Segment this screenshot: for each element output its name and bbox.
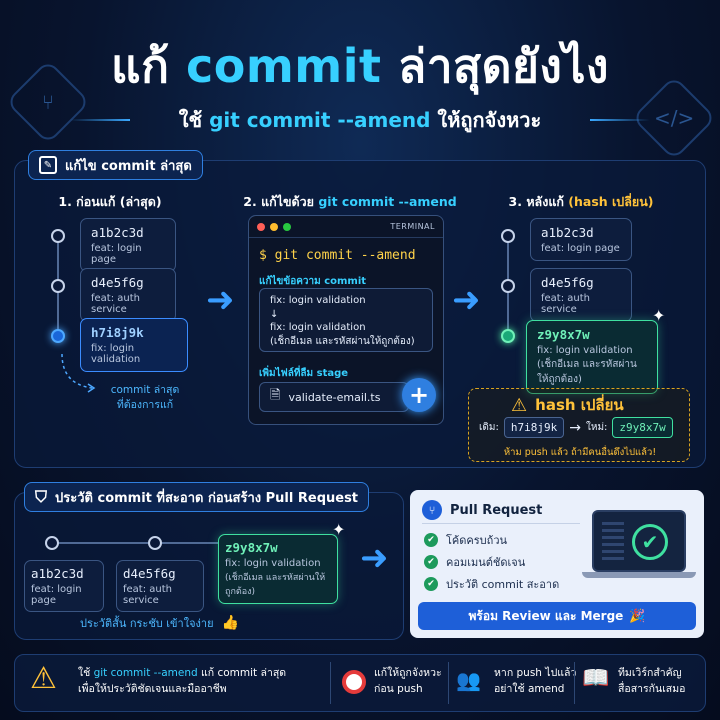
footer-tip-timing: แก้ให้ถูกจังหวะ ก่อน push — [374, 667, 442, 695]
staged-file[interactable]: 🗎 validate-email.ts — [259, 382, 409, 412]
footer-tip-team: ทีมเวิร์กสำคัญ สื่อสารกันเสมอ — [618, 667, 686, 695]
new-hash: z9y8x7w — [612, 417, 673, 438]
arrow-right-icon: → — [569, 419, 581, 436]
pull-request-icon: ⑂ — [422, 500, 442, 520]
window-minimize-dot[interactable] — [270, 222, 278, 231]
note-curve-arrow — [61, 353, 96, 393]
page-title: แก้ commit ล่าสุดยังไง — [110, 39, 609, 93]
col-before-title: 1. ก่อนแก้ (ล่าสุด) — [58, 194, 162, 209]
subtitle-line-left — [70, 119, 130, 121]
page-subtitle: ใช้ git commit --amend ให้ถูกจังหวะ — [178, 108, 542, 132]
sparkle-icon: ✦ — [652, 306, 666, 325]
sparkle-icon: ✦ — [332, 520, 346, 539]
commit-card-amended: z9y8x7w fix: login validation (เช็กอีเมล… — [526, 320, 658, 394]
pr-checklist-item: ✔โค้ดครบถ้วน — [424, 531, 507, 549]
success-check-icon: ✔ — [632, 524, 668, 560]
check-icon: ✔ — [424, 555, 438, 569]
pr-checklist-item: ✔คอมเมนต์ชัดเจน — [424, 553, 525, 571]
commit-card-final: z9y8x7w fix: login validation (เช็กอีเมล… — [218, 534, 338, 604]
team-icon: 👥 — [456, 668, 481, 692]
commit-dot — [51, 279, 65, 293]
check-icon: ✔ — [424, 533, 438, 547]
subtitle-line-right — [590, 119, 650, 121]
book-icon: 📖 — [582, 666, 610, 691]
commit-dot — [45, 536, 59, 550]
flow-arrow-icon: ➜ — [206, 280, 235, 320]
commit-dot — [51, 229, 65, 243]
commit-card: a1b2c3d feat: login page — [24, 560, 104, 612]
shield-check-icon: ⛉ — [35, 487, 48, 506]
file-icon: 🗎 — [270, 388, 281, 403]
laptop-icon: ✔ — [592, 510, 686, 572]
old-hash: h7i8j9k — [503, 417, 565, 438]
stage-file-label: เพิ่มไฟล์ที่ลืม stage — [259, 368, 349, 379]
commit-dot-amended — [501, 329, 515, 343]
section-tag-history: ⛉ ประวัติ commit ที่สะอาด ก่อนสร้าง Pull… — [24, 482, 370, 512]
window-maximize-dot[interactable] — [283, 222, 291, 231]
col-after-title: 3. หลังแก้ (hash เปลี่ยน) — [508, 194, 654, 209]
edit-icon: ✎ — [39, 156, 57, 174]
footer-main-text: ใช้ git commit --amend แก้ commit ล่าสุด… — [78, 667, 287, 695]
laptop-base — [582, 572, 696, 578]
footer-tip-pushed: หาก push ไปแล้ว อย่าใช้ amend — [494, 667, 577, 695]
thumbs-up-icon: 👍 — [221, 615, 239, 631]
window-close-dot[interactable] — [257, 222, 265, 231]
commit-card: d4e5f6g feat: auth service — [80, 268, 176, 322]
terminal-titlebar: TERMINAL — [249, 216, 443, 238]
commit-card: d4e5f6g feat: auth service — [116, 560, 204, 612]
commit-dot — [501, 229, 515, 243]
commit-card: a1b2c3d feat: login page — [530, 218, 632, 261]
latest-commit-note: commit ล่าสุด ที่ต้องการแก้ — [110, 384, 180, 411]
check-icon: ✔ — [424, 577, 438, 591]
commit-dot — [501, 279, 515, 293]
history-timeline — [52, 542, 220, 544]
col-amend-title: 2. แก้ไขด้วย git commit --amend — [243, 194, 457, 209]
warning-icon: ⚠ — [511, 394, 528, 416]
commit-dot-latest — [51, 329, 65, 343]
terminal-window: TERMINAL $ git commit --amend แก้ไขข้อคว… — [248, 215, 444, 425]
pull-request-card[interactable]: ⑂ Pull Request ✔โค้ดครบถ้วน ✔คอมเมนต์ชัด… — [410, 490, 704, 638]
warning-icon: ⚠ — [30, 661, 57, 696]
history-caption: ประวัติสั้น กระชับ เข้าใจง่าย — [80, 617, 214, 630]
edit-message-label: แก้ไขข้อความ commit — [259, 276, 367, 287]
commit-card-latest: h7i8j9k fix: login validation — [80, 318, 188, 372]
hash-change-warning: ⚠ hash เปลี่ยน เดิม: h7i8j9k → ใหม่: z9y… — [468, 388, 690, 462]
pr-checklist-item: ✔ประวัติ commit สะอาด — [424, 575, 559, 593]
commit-card: d4e5f6g feat: auth service — [530, 268, 632, 322]
flow-arrow-icon: ➜ — [452, 280, 481, 320]
add-file-button[interactable]: + — [402, 378, 436, 412]
commit-message-editor[interactable]: fix: login validation ↓ fix: login valid… — [259, 288, 433, 352]
terminal-command: $ git commit --amend — [259, 248, 416, 263]
section-tag-amend: ✎ แก้ไข commit ล่าสุด — [28, 150, 203, 180]
commit-card: a1b2c3d feat: login page — [80, 218, 176, 272]
commit-dot — [148, 536, 162, 550]
flow-arrow-icon: ➜ — [360, 538, 389, 578]
party-popper-icon: 🎉 — [629, 608, 646, 624]
target-icon — [342, 670, 366, 694]
review-merge-button[interactable]: พร้อม Review และ Merge 🎉 — [418, 602, 696, 630]
